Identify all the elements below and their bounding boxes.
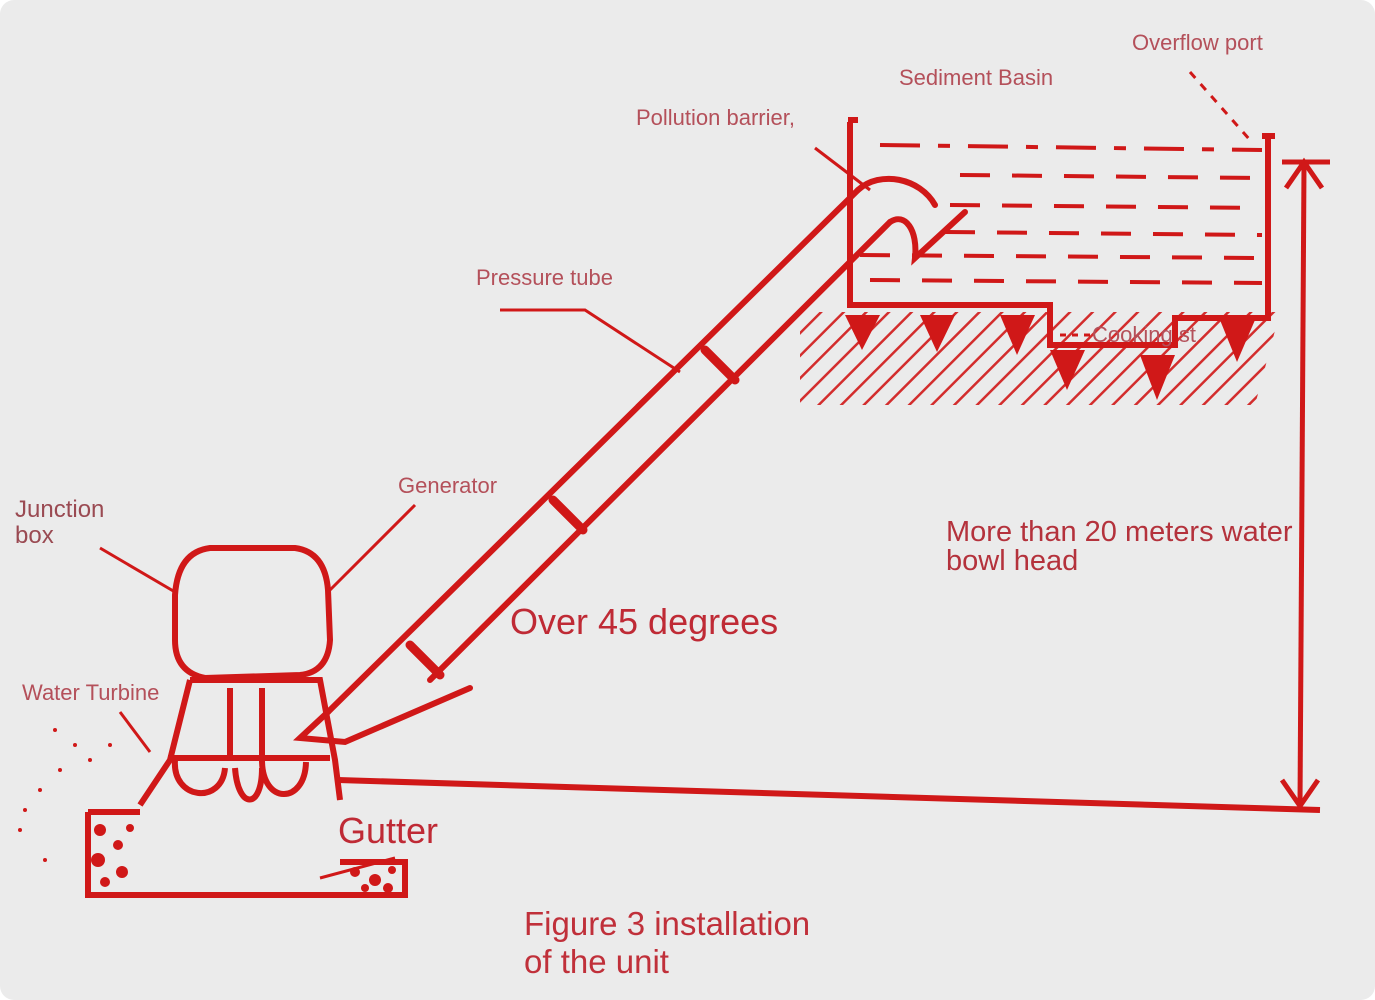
leader-lines [99, 71, 1252, 880]
pollution-barrier-label: Pollution barrier, [636, 105, 795, 130]
generator-label: Generator [398, 473, 498, 498]
basin-stakes [845, 315, 1255, 400]
water-head-label: More than 20 meters water bowl head [946, 516, 1293, 577]
sediment-basin [847, 117, 1275, 348]
junction-box-label: Junction box [15, 496, 105, 549]
water-turbine [137, 677, 343, 807]
pressure-tube-label: Pressure tube [476, 265, 613, 290]
gutter-label: Gutter [338, 810, 439, 851]
overflow-port-label: Overflow port [1132, 30, 1263, 55]
sediment-basin-label: Sediment Basin [899, 65, 1054, 90]
over-45-degrees-label: Over 45 degrees [510, 601, 779, 642]
generator-body [172, 545, 334, 682]
ground-line [337, 777, 1321, 813]
water-turbine-label: Water Turbine [22, 680, 160, 705]
figure-caption: Figure 3 installation of the unit [524, 905, 811, 980]
basin-water [859, 143, 1263, 285]
pressure-tube [293, 175, 968, 746]
cooking-label: Cooking st [1092, 322, 1196, 347]
head-dimension-arrow [1279, 157, 1330, 811]
